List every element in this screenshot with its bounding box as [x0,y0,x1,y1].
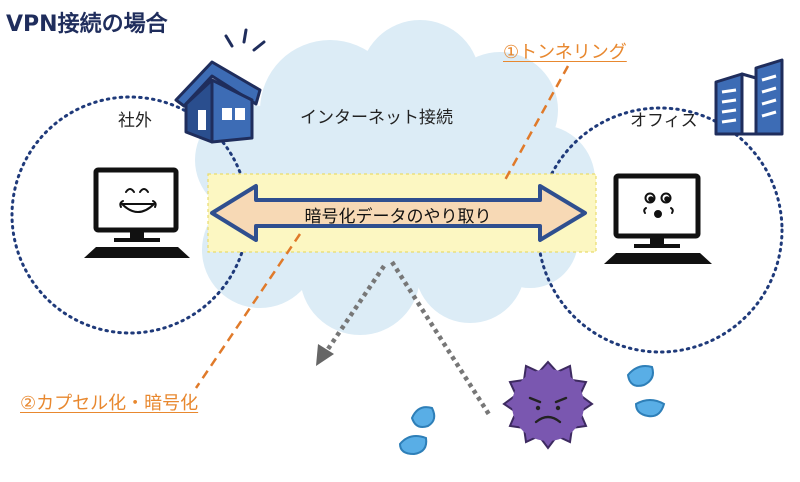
diagram-title: VPN接続の場合 [6,12,168,37]
internet-connection-label: インターネット接続 [300,108,453,128]
tunneling-annotation: ①トンネリング [503,42,627,63]
left-site-label: 社外 [118,111,152,131]
encrypted-data-label: 暗号化データのやり取り [304,207,492,227]
right-site-label: オフィス [630,111,698,131]
house-icon [174,28,266,144]
computer-icon [84,167,190,258]
computer-icon [604,173,712,264]
water-drop-icon [398,365,666,456]
encapsulation-pointer-line [194,233,302,389]
encrypted-data-arrow [210,184,587,242]
virus-icon [502,360,594,450]
tunneling-pointer-line [503,65,570,181]
interception-paths [316,260,492,418]
office-building-icon [714,58,784,136]
encapsulation-annotation: ②カプセル化・暗号化 [20,393,199,414]
